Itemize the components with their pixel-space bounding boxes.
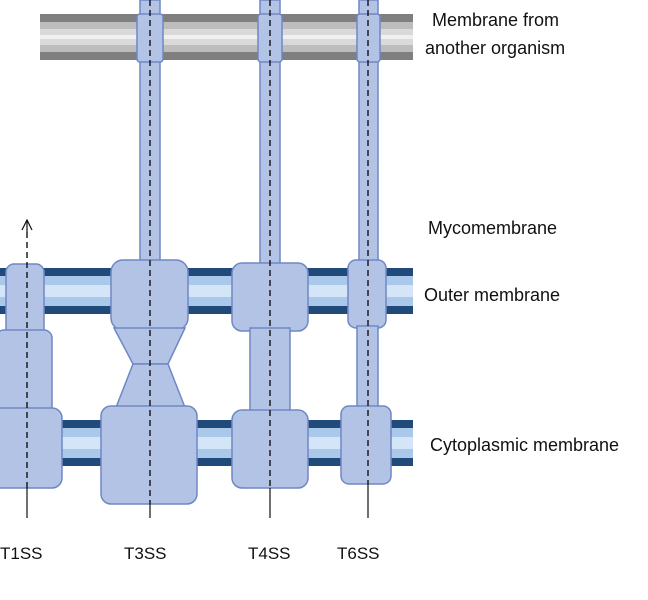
outer-membrane xyxy=(0,268,413,314)
label-foreign-membrane-line1: Membrane from xyxy=(432,10,559,30)
t6ss-baseplate xyxy=(340,405,392,485)
label-cytoplasmic-membrane: Cytoplasmic membrane xyxy=(430,435,619,455)
label-foreign-membrane-line2: another organism xyxy=(425,38,565,58)
t6ss-outer-complex xyxy=(347,259,387,329)
foreign-membrane xyxy=(40,14,413,60)
label-mycomembrane: Mycomembrane xyxy=(428,218,557,238)
label-outer-membrane: Outer membrane xyxy=(424,285,560,305)
t3ss-inner-base xyxy=(100,405,198,505)
label-t6ss: T6SS xyxy=(337,544,380,563)
label-t3ss: T3SS xyxy=(124,544,167,563)
t4ss-apparatus xyxy=(231,0,309,518)
label-t4ss: T4SS xyxy=(248,544,291,563)
t6ss-apparatus xyxy=(340,0,392,518)
t1ss-inner-transporter xyxy=(0,407,63,489)
t3ss-apparatus xyxy=(100,0,198,518)
t1ss-periplasmic-adaptor xyxy=(0,329,53,419)
t6ss-sheath xyxy=(356,325,379,411)
t1ss-apparatus xyxy=(0,218,63,518)
label-t1ss: T1SS xyxy=(0,544,43,563)
